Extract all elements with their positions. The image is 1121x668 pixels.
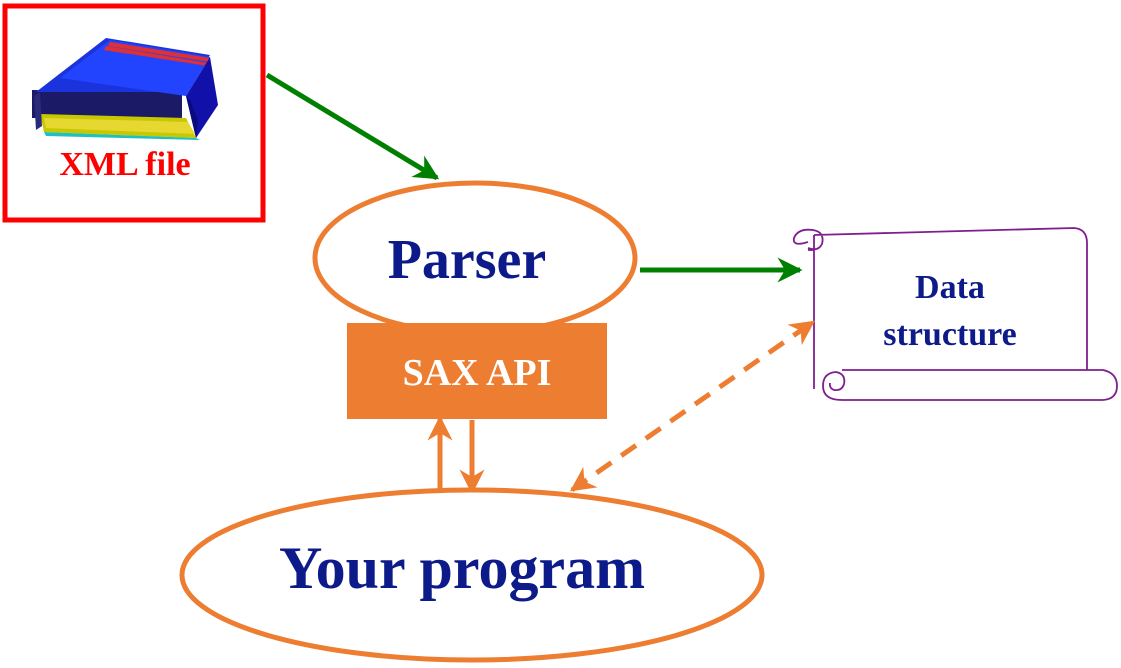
your-program-node: Your program bbox=[179, 487, 765, 663]
parser-node: Parser bbox=[312, 180, 638, 336]
data-structure-label-line1: Data bbox=[915, 269, 985, 306]
xml-file-label: XML file bbox=[59, 146, 190, 183]
book-icon bbox=[32, 38, 218, 140]
program-data-dashed-arrow bbox=[569, 319, 816, 493]
data-structure-node: Data structure bbox=[792, 227, 1118, 401]
sax-api-label: SAX API bbox=[403, 352, 552, 394]
sax-api-block bbox=[347, 323, 607, 419]
parser-label: Parser bbox=[388, 229, 547, 291]
scroll-shape bbox=[792, 227, 1118, 401]
data-structure-label-line2: structure bbox=[883, 316, 1016, 353]
sax-api-node: SAX API bbox=[347, 323, 607, 419]
xml-file-node: XML file bbox=[2, 3, 266, 223]
your-program-ellipse bbox=[179, 487, 765, 663]
your-program-label: Your program bbox=[279, 535, 645, 601]
xml-to-parser-arrow bbox=[265, 72, 440, 181]
